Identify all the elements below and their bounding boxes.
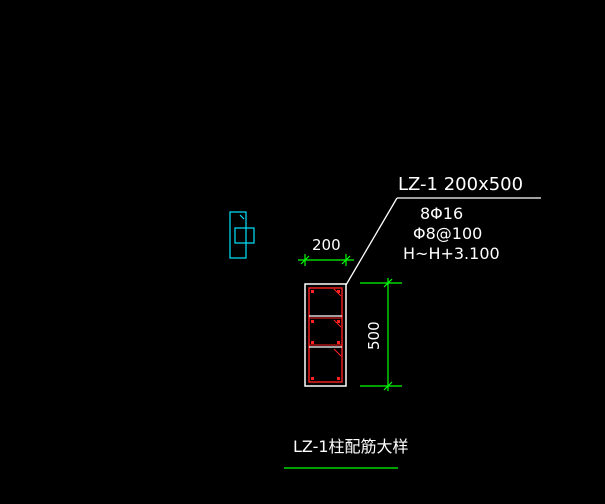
height-dimension-value: 500 bbox=[365, 321, 383, 350]
width-dimension-value: 200 bbox=[312, 236, 341, 254]
stirrup-outline bbox=[308, 287, 343, 383]
stirrup-spec: Φ8@100 bbox=[413, 224, 482, 243]
elevation-range: H~H+3.100 bbox=[403, 244, 500, 263]
detail-caption: LZ-1柱配筋大样 bbox=[293, 437, 409, 456]
column-section bbox=[304, 283, 347, 387]
rebar-dot bbox=[311, 290, 314, 293]
column-outline bbox=[304, 283, 347, 387]
width-dimension bbox=[298, 254, 354, 266]
stirrup-hooks bbox=[333, 288, 342, 357]
height-dimension bbox=[360, 278, 402, 391]
column-section-symbol-icon bbox=[229, 211, 255, 259]
rebar-dot bbox=[337, 377, 340, 380]
rebar-dot bbox=[337, 320, 340, 323]
leader-line bbox=[345, 197, 541, 286]
rebar-dot bbox=[311, 320, 314, 323]
rebar-dot bbox=[311, 341, 314, 344]
main-rebar-spec: 8Φ16 bbox=[420, 204, 463, 223]
rebar-dots bbox=[311, 290, 340, 380]
rebar-dot bbox=[311, 377, 314, 380]
rebar-dot bbox=[337, 290, 340, 293]
column-mark-size: LZ-1 200x500 bbox=[398, 174, 523, 195]
rebar-dot bbox=[337, 341, 340, 344]
